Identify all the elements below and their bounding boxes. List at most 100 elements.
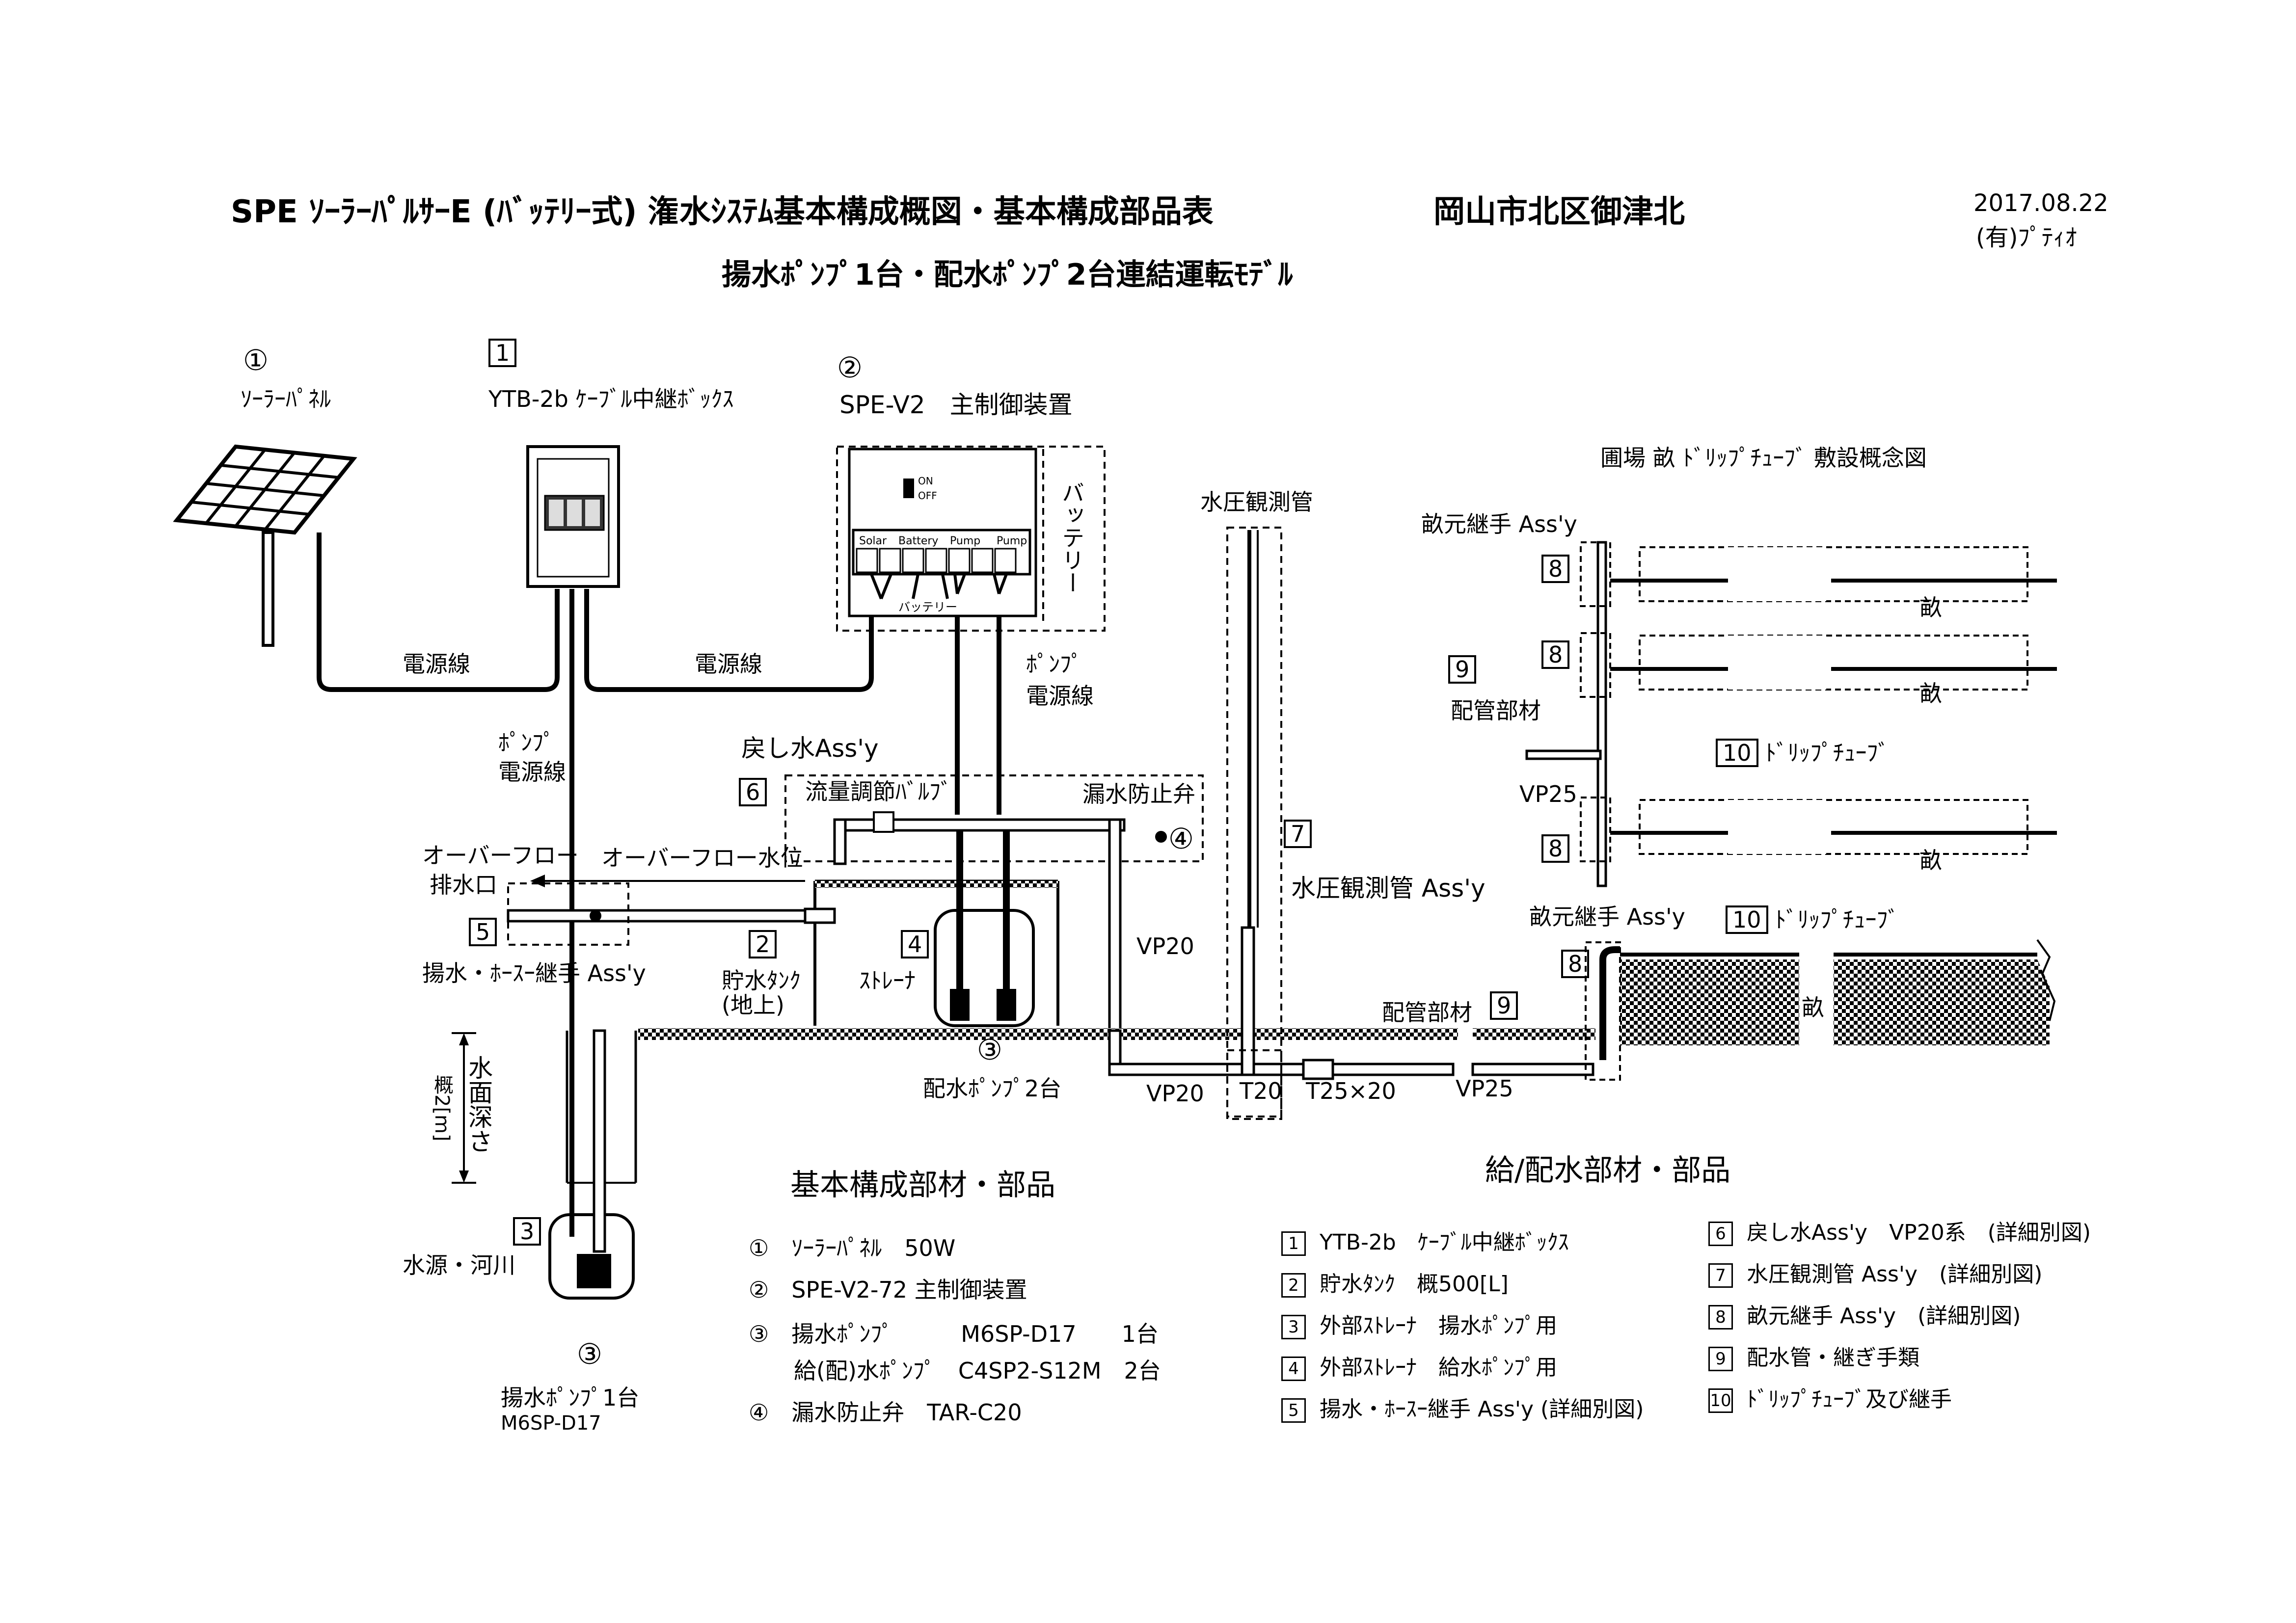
piping-material-label-a: 配管部材 bbox=[1382, 999, 1472, 1026]
supply-part-7: 7 水圧観測管 Ass'y (詳細別図) bbox=[1708, 1256, 2042, 1288]
terminal-pump-1: Pump bbox=[950, 535, 981, 547]
supply-part-8: 8 畝元継手 Ass'y (詳細別図) bbox=[1708, 1298, 2021, 1330]
ridge-label-c: 畝 bbox=[1919, 847, 1942, 874]
battery-small-label: バッテリー bbox=[898, 600, 957, 614]
supply-parts-heading: 給/配水部材・部品 bbox=[1485, 1153, 1731, 1188]
num-10-b: 10 bbox=[1726, 905, 1768, 934]
date-label: 2017.08.22 bbox=[1973, 189, 2108, 217]
num-8-a: 8 bbox=[1541, 555, 1570, 583]
supply-num-5: 5 bbox=[1281, 1398, 1306, 1423]
supply-num-8: 8 bbox=[1708, 1305, 1733, 1330]
lift-pump-num: ③ bbox=[577, 1337, 602, 1371]
basic-parts-heading: 基本構成部材・部品 bbox=[790, 1168, 1055, 1202]
switch-on: ON bbox=[918, 475, 933, 487]
supply-text-6: 戻し水Ass'y VP20系 (詳細別図) bbox=[1747, 1220, 2091, 1245]
basic-part-1: ① ｿｰﾗｰﾊﾟﾈﾙ 50W bbox=[749, 1235, 956, 1261]
num-3: 3 bbox=[513, 1217, 541, 1246]
ridge-cross-section bbox=[1585, 939, 2056, 1081]
basic-part-3b: 給(配)水ﾎﾟﾝﾌﾟ C4SP2-S12M 2台 bbox=[749, 1357, 1161, 1384]
basic-part-4: ④ 漏水防止弁 TAR-C20 bbox=[749, 1399, 1022, 1426]
return-assy-label: 戻し水Ass'y bbox=[741, 734, 879, 763]
supply-num-1: 1 bbox=[1281, 1231, 1306, 1256]
controller-label: SPE-V2 主制御装置 bbox=[839, 391, 1073, 419]
lift-pump-label-1: 揚水ﾎﾟﾝﾌﾟ1台 bbox=[501, 1384, 640, 1411]
ridge-joint-label-top: 畝元継手 Ass'y bbox=[1421, 511, 1577, 537]
pump-power-right-1: ﾎﾟﾝﾌﾟ bbox=[1026, 651, 1082, 677]
supply-num-3: 3 bbox=[1281, 1315, 1306, 1339]
dist-pump-num: ③ bbox=[977, 1033, 1002, 1066]
ytb-num: 1 bbox=[488, 339, 517, 367]
terminal-block bbox=[852, 529, 1031, 600]
num-7: 7 bbox=[1284, 820, 1312, 848]
leak-valve-num: ④ bbox=[1168, 822, 1194, 855]
water-depth-label: 水面深さ bbox=[464, 1055, 493, 1153]
leak-valve-label: 漏水防止弁 bbox=[1082, 781, 1195, 807]
overflow-outlet-1: オーバーフロー bbox=[422, 842, 579, 869]
tank-label-1: 貯水ﾀﾝｸ bbox=[722, 967, 801, 994]
dist-pump-label: 配水ﾎﾟﾝﾌﾟ2台 bbox=[923, 1075, 1062, 1102]
num-4: 4 bbox=[901, 930, 929, 958]
vp25-label-b: VP25 bbox=[1519, 781, 1577, 807]
pump-hose-label: 揚水・ﾎｰｽｰ継手 Ass'y bbox=[422, 960, 646, 986]
t20-label: T20 bbox=[1240, 1078, 1282, 1104]
num-9-a: 9 bbox=[1490, 991, 1518, 1020]
ground-line bbox=[638, 1028, 1458, 1040]
company-label: (有)ﾌﾟﾃｨｵ bbox=[1976, 224, 2077, 251]
page-subtitle: 揚水ﾎﾟﾝﾌﾟ1台・配水ﾎﾟﾝﾌﾟ2台連結運転ﾓﾃﾞﾙ bbox=[722, 258, 1293, 292]
supply-part-4: 4 外部ｽﾄﾚｰﾅ 給水ﾎﾟﾝﾌﾟ用 bbox=[1281, 1350, 1557, 1381]
num-8-b: 8 bbox=[1541, 640, 1570, 669]
num-6: 6 bbox=[739, 778, 767, 806]
num-8-d: 8 bbox=[1561, 950, 1590, 978]
solar-panel-icon bbox=[173, 444, 357, 647]
drip-rows bbox=[1610, 546, 2057, 855]
drip-tube-label-b: ﾄﾞﾘｯﾌﾟﾁｭｰﾌﾞ bbox=[1775, 906, 1899, 933]
num-5: 5 bbox=[469, 918, 497, 946]
supply-text-7: 水圧観測管 Ass'y (詳細別図) bbox=[1747, 1262, 2043, 1287]
return-pipe bbox=[833, 818, 1126, 1037]
num-8-c: 8 bbox=[1541, 834, 1570, 863]
supply-text-10: ﾄﾞﾘｯﾌﾟﾁｭｰﾌﾞ及び継手 bbox=[1747, 1387, 1952, 1412]
storage-tank-icon bbox=[813, 829, 1059, 1027]
battery-label: バッテリー bbox=[1058, 481, 1085, 594]
ridge-joint-label-bottom: 畝元継手 Ass'y bbox=[1529, 904, 1685, 930]
vp20-label-b: VP20 bbox=[1146, 1080, 1204, 1107]
solar-label: ｿｰﾗｰﾊﾟﾈﾙ bbox=[241, 386, 331, 412]
supply-num-7: 7 bbox=[1708, 1263, 1733, 1288]
ridge-label-b: 畝 bbox=[1919, 680, 1942, 707]
terminal-pump-2: Pump bbox=[997, 535, 1027, 547]
supply-num-10: 10 bbox=[1708, 1388, 1733, 1413]
water-source-label: 水源・河川 bbox=[403, 1252, 515, 1278]
supply-num-4: 4 bbox=[1281, 1357, 1306, 1381]
overflow-level-label: オーバーフロー水位 bbox=[601, 845, 803, 871]
supply-num-6: 6 bbox=[1708, 1222, 1733, 1246]
page-title: SPE ｿｰﾗｰﾊﾟﾙｻｰE (ﾊﾞｯﾃﾘｰ式) 潅水ｼｽﾃﾑ基本構成概図・基本… bbox=[231, 194, 1214, 230]
pump-power-right-2: 電源線 bbox=[1026, 683, 1094, 709]
pump-power-left-1: ﾎﾟﾝﾌﾟ bbox=[498, 729, 555, 756]
depth-approx-label: 概2[m] bbox=[431, 1075, 453, 1142]
basic-part-3: ③ 揚水ﾎﾟﾝﾌﾟ M6SP-D17 1台 bbox=[749, 1321, 1159, 1347]
pressure-assy-label: 水圧観測管 Ass'y bbox=[1291, 874, 1486, 903]
pump-power-left-2: 電源線 bbox=[498, 759, 566, 785]
location-label: 岡山市北区御津北 bbox=[1433, 194, 1685, 230]
drip-tube-label-a: ﾄﾞﾘｯﾌﾟﾁｭｰﾌﾞ bbox=[1765, 740, 1890, 766]
piping-material-label-b: 配管部材 bbox=[1451, 697, 1541, 724]
supply-part-3: 3 外部ｽﾄﾚｰﾅ 揚水ﾎﾟﾝﾌﾟ用 bbox=[1281, 1308, 1557, 1339]
terminal-solar: Solar bbox=[859, 535, 887, 547]
ytb-label: YTB-2b ｹｰﾌﾞﾙ中継ﾎﾞｯｸｽ bbox=[488, 386, 734, 412]
lift-pump-label-2: M6SP-D17 bbox=[501, 1412, 601, 1435]
flow-valve-label: 流量調節ﾊﾞﾙﾌﾞ bbox=[805, 778, 952, 805]
solar-num: ① bbox=[243, 344, 269, 377]
supply-text-4: 外部ｽﾄﾚｰﾅ 給水ﾎﾟﾝﾌﾟ用 bbox=[1320, 1355, 1557, 1380]
supply-text-2: 貯水ﾀﾝｸ 概500[L] bbox=[1320, 1272, 1509, 1297]
supply-text-3: 外部ｽﾄﾚｰﾅ 揚水ﾎﾟﾝﾌﾟ用 bbox=[1320, 1313, 1557, 1338]
field-title: 圃場 畝 ﾄﾞﾘｯﾌﾟﾁｭｰﾌﾞ 敷設概念図 bbox=[1600, 445, 1927, 471]
supply-num-9: 9 bbox=[1708, 1347, 1733, 1371]
supply-part-6: 6 戻し水Ass'y VP20系 (詳細別図) bbox=[1708, 1215, 2091, 1246]
supply-text-8: 畝元継手 Ass'y (詳細別図) bbox=[1747, 1304, 2021, 1329]
ridge-label-d: 畝 bbox=[1802, 994, 1824, 1021]
num-10-a: 10 bbox=[1716, 739, 1758, 767]
